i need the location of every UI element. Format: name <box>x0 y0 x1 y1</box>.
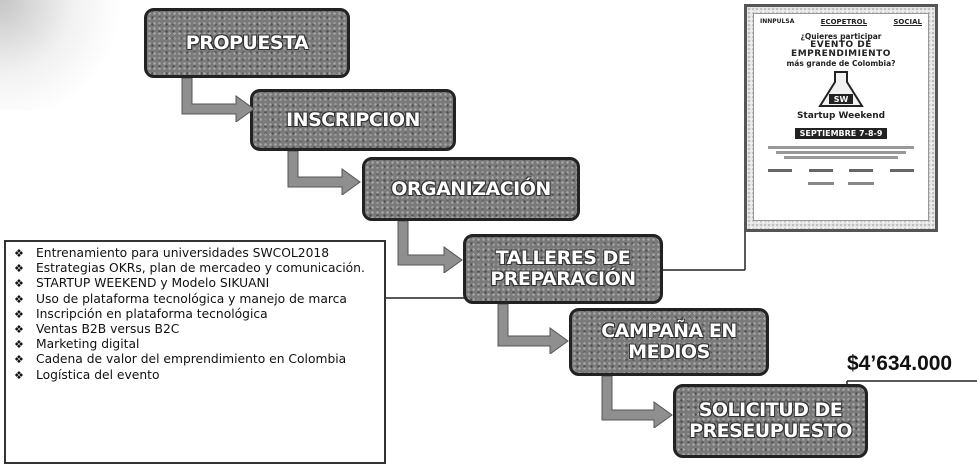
poster-footer-logos <box>754 182 928 185</box>
list-item: ❖Estrategias OKRs, plan de mercadeo y co… <box>14 261 365 276</box>
poster-event-name: Startup Weekend <box>796 111 886 121</box>
poster-sponsor-mid: ECOPETROL <box>820 18 868 26</box>
list-item: ❖Marketing digital <box>14 337 140 352</box>
step-talleres: TALLERES DE PREPARACIÓN <box>463 234 663 304</box>
workshop-topics-list: ❖Entrenamiento para universidades SWCOL2… <box>12 246 378 383</box>
diamond-bullet-icon: ❖ <box>14 292 24 306</box>
step-inscripcion: INSCRIPCION <box>250 89 456 151</box>
arrow-step2-to-step3 <box>287 151 361 195</box>
diamond-bullet-icon: ❖ <box>14 368 24 382</box>
diamond-bullet-icon: ❖ <box>14 307 24 321</box>
poster-content: INNPULSA ECOPETROL SOCIAL ¿Quieres parti… <box>753 13 929 221</box>
event-poster: INNPULSA ECOPETROL SOCIAL ¿Quieres parti… <box>744 4 938 232</box>
diamond-bullet-icon: ❖ <box>14 323 24 337</box>
step-organizacion: ORGANIZACIÓN <box>362 157 580 221</box>
workshop-topics-box: ❖Entrenamiento para universidades SWCOL2… <box>4 240 386 464</box>
list-item: ❖Inscripción en plataforma tecnológica <box>14 306 268 321</box>
list-item: ❖Entrenamiento para universidades SWCOL2… <box>14 246 330 260</box>
diamond-bullet-icon: ❖ <box>14 277 24 291</box>
list-item: ❖Uso de plataforma tecnológica y manejo … <box>14 291 347 306</box>
diamond-bullet-icon: ❖ <box>14 353 24 367</box>
list-item: ❖STARTUP WEEKEND y Modelo SIKUANI <box>14 276 270 291</box>
budget-amount: $4’634.000 <box>847 352 953 375</box>
svg-text:SW: SW <box>834 95 849 104</box>
poster-partner-logos <box>754 169 928 172</box>
list-item: ❖Cadena de valor del emprendimiento en C… <box>14 352 347 367</box>
corner-texture <box>0 0 120 110</box>
flask-icon: SW <box>818 71 864 107</box>
step-campana: CAMPAÑA EN MEDIOS <box>569 308 769 376</box>
poster-event-date: SEPTIEMBRE 7-8-9 <box>794 128 888 139</box>
diamond-bullet-icon: ❖ <box>14 247 24 260</box>
list-item: ❖Logística del evento <box>14 367 160 382</box>
poster-sponsor-right: SOCIAL <box>893 18 922 26</box>
step-solicitud: SOLICITUD DE PRESEUPUESTO <box>673 384 868 458</box>
poster-question: ¿Quieres participar EVENTO DE EMPRENDIMI… <box>786 32 896 68</box>
arrow-step4-to-step5 <box>497 304 569 354</box>
diamond-bullet-icon: ❖ <box>14 338 24 352</box>
step-propuesta: PROPUESTA <box>144 8 350 78</box>
poster-header: INNPULSA ECOPETROL SOCIAL <box>754 14 928 26</box>
list-item: ❖Ventas B2B versus B2C <box>14 322 180 337</box>
poster-fine-print <box>762 146 920 159</box>
diamond-bullet-icon: ❖ <box>14 262 24 276</box>
arrow-step1-to-step2 <box>181 78 255 122</box>
arrow-step5-to-step6 <box>601 376 673 428</box>
poster-sponsor-left: INNPULSA <box>760 18 795 25</box>
arrow-step3-to-step4 <box>397 221 463 273</box>
